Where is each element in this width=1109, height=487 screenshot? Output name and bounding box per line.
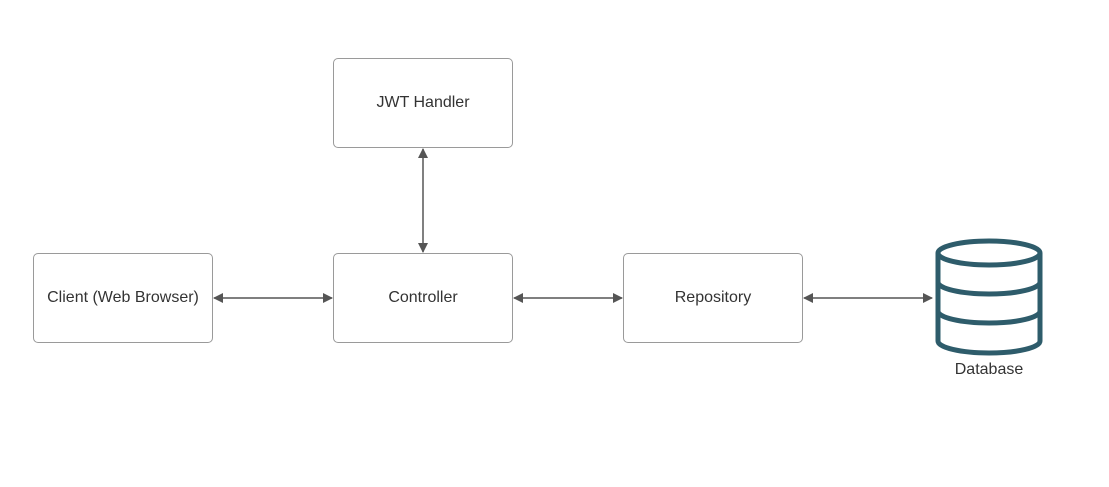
repository-node: Repository bbox=[623, 253, 803, 343]
controller-label: Controller bbox=[388, 289, 458, 306]
client-node: Client (Web Browser) bbox=[33, 253, 213, 343]
repository-label: Repository bbox=[674, 289, 752, 306]
database-icon bbox=[935, 238, 1043, 356]
client-label: Client (Web Browser) bbox=[47, 289, 199, 306]
jwt-handler-label: JWT Handler bbox=[376, 94, 470, 111]
controller-node: Controller bbox=[333, 253, 513, 343]
database-label: Database bbox=[954, 361, 1024, 378]
jwt-handler-node: JWT Handler bbox=[333, 58, 513, 148]
